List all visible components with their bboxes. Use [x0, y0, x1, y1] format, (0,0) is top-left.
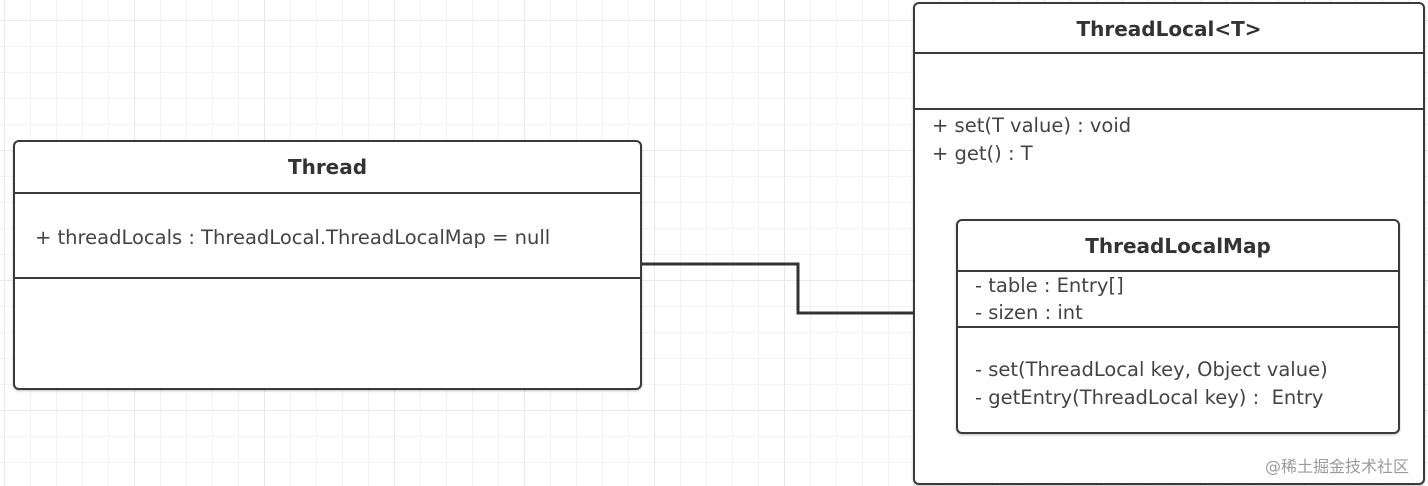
watermark: @稀土掘金技术社区: [1264, 457, 1409, 476]
method-set: - set(ThreadLocal key, Object value): [975, 358, 1328, 381]
class-threadlocal-title: ThreadLocal<T>: [1076, 17, 1262, 41]
class-threadlocalmap[interactable]: ThreadLocalMap - table : Entry[] - sizen…: [956, 219, 1400, 434]
method-set: + set(T value) : void: [932, 114, 1132, 137]
divider: [915, 108, 1423, 110]
attribute-sizen: - sizen : int: [975, 301, 1083, 324]
divider: [915, 52, 1423, 54]
divider: [15, 192, 640, 194]
class-threadlocalmap-title: ThreadLocalMap: [1085, 234, 1271, 258]
divider: [958, 326, 1398, 328]
attribute-table: - table : Entry[]: [975, 274, 1124, 297]
method-get-entry: - getEntry(ThreadLocal key) : Entry: [975, 386, 1324, 409]
connector-line[interactable]: [641, 262, 932, 315]
class-thread-title: Thread: [287, 155, 368, 179]
attribute-thread-locals: + threadLocals : ThreadLocal.ThreadLocal…: [35, 226, 551, 249]
method-get: + get() : T: [932, 142, 1033, 165]
divider: [958, 270, 1398, 272]
class-thread[interactable]: Thread + threadLocals : ThreadLocal.Thre…: [13, 140, 642, 390]
divider: [15, 277, 640, 279]
